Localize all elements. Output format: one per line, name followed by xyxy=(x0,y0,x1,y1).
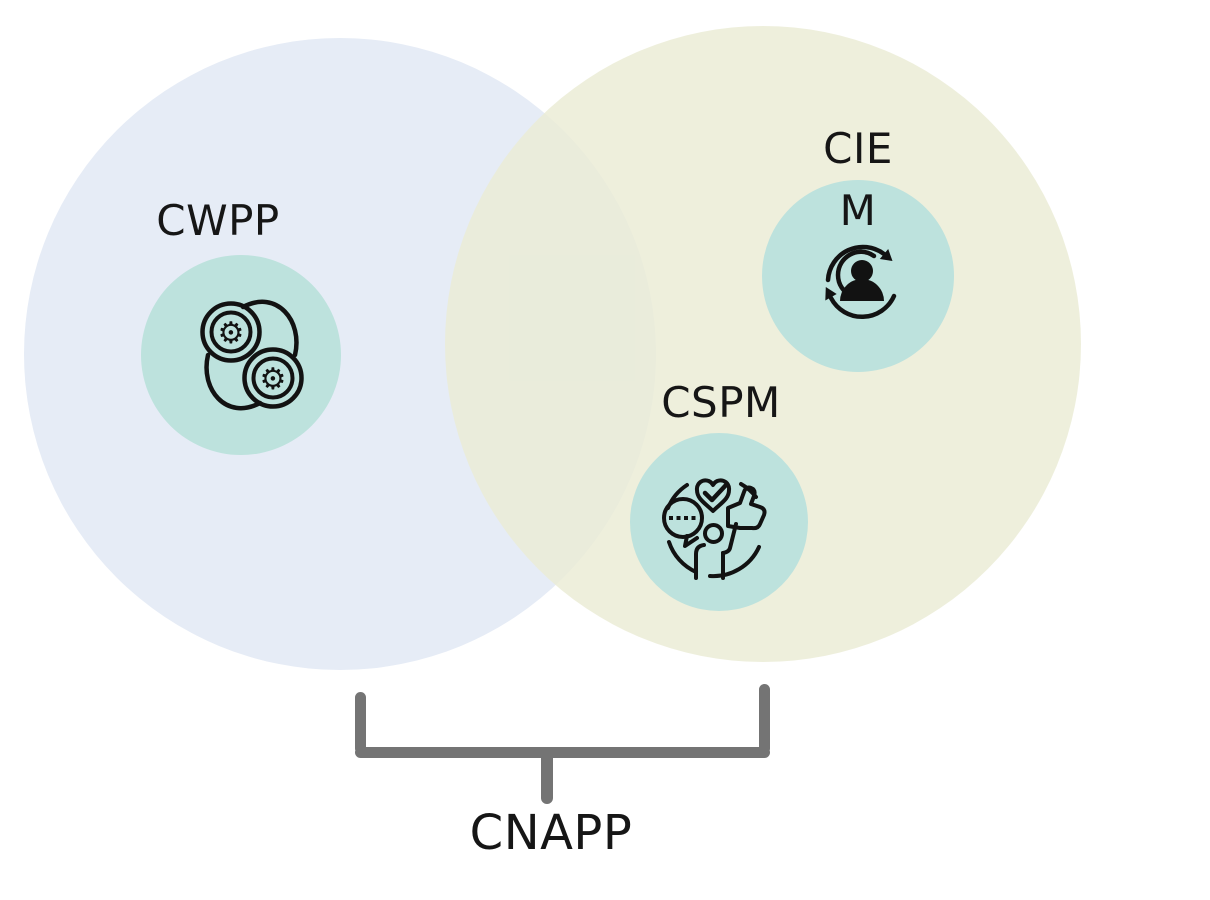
cnapp-bracket-left-arm xyxy=(355,692,366,754)
cspm-node-circle xyxy=(630,433,808,611)
ciem-label-line1: CIE xyxy=(823,124,893,173)
ciem-label-line2: M xyxy=(839,186,877,235)
gears-infinity-icon: ⚙ ⚙ xyxy=(200,299,304,411)
cnapp-bracket-bar xyxy=(355,747,770,758)
cspm-label: CSPM xyxy=(661,378,781,427)
cnapp-label: CNAPP xyxy=(469,805,633,861)
feedback-approval-icon xyxy=(662,478,767,580)
ciem-node-circle xyxy=(762,180,954,372)
cnapp-bracket-right-arm xyxy=(759,684,770,754)
cwpp-label: CWPP xyxy=(156,196,280,245)
ciem-label: CIE M xyxy=(823,118,893,242)
cwpp-node-circle: ⚙ ⚙ xyxy=(141,255,341,455)
user-lifecycle-arrows-icon xyxy=(825,244,897,320)
gear-glyph: ⚙ xyxy=(260,362,287,397)
gear-glyph: ⚙ xyxy=(218,316,245,351)
cnapp-bracket-stem xyxy=(541,752,553,804)
